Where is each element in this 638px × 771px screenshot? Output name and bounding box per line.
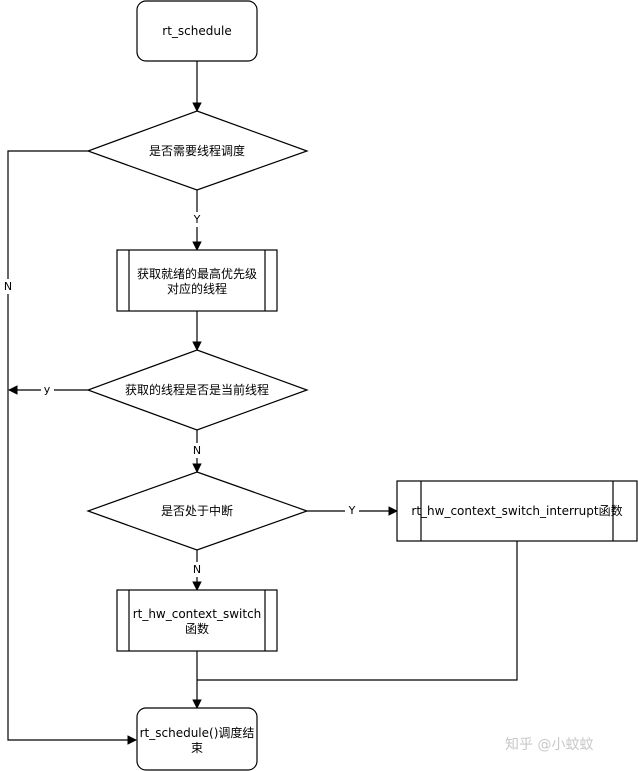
process-context-switch-interrupt: rt_hw_context_switch_interrupt函数 (396, 480, 638, 542)
edge-label-no-current: N (193, 444, 201, 457)
edge-label-yes-current: y (44, 383, 51, 396)
decision-need-schedule: 是否需要线程调度 (86, 110, 309, 191)
edge-label-yes-need: Y (193, 213, 201, 226)
start-node-label: rt_schedule (162, 24, 231, 38)
decision-in-interrupt: 是否处于中断 (86, 471, 309, 551)
edge-label-no-interrupt: N (193, 563, 201, 576)
process-context-switch: rt_hw_context_switch 函数 (116, 589, 278, 652)
edge-label-yes-interrupt: Y (348, 504, 356, 517)
decision-is-current-thread: 获取的线程是否是当前线程 (86, 349, 309, 431)
process-context-switch-label-2: 函数 (185, 621, 209, 636)
process-get-highest-priority: 获取就绪的最高优先级 对应的线程 (116, 249, 278, 312)
end-node-label-2: 束 (191, 741, 203, 755)
start-node: rt_schedule (136, 0, 258, 62)
decision-is-current-label: 获取的线程是否是当前线程 (125, 382, 269, 397)
edge-irq-switch-to-end (197, 541, 518, 681)
process-context-switch-label-1: rt_hw_context_switch (133, 607, 262, 621)
edge-label-no-need: N (4, 280, 12, 293)
process-get-highest-label-1: 获取就绪的最高优先级 (137, 266, 257, 281)
watermark-text: 知乎 @小蚊蚊 (505, 736, 593, 753)
end-node-label-1: rt_schedule()调度结 (140, 725, 255, 740)
end-node: rt_schedule()调度结 束 (136, 707, 258, 771)
edge-no-to-end (7, 150, 137, 745)
decision-in-interrupt-label: 是否处于中断 (161, 503, 233, 518)
process-get-highest-label-2: 对应的线程 (167, 281, 227, 296)
decision-need-schedule-label: 是否需要线程调度 (149, 143, 245, 158)
process-context-switch-interrupt-label: rt_hw_context_switch_interrupt函数 (411, 503, 622, 518)
